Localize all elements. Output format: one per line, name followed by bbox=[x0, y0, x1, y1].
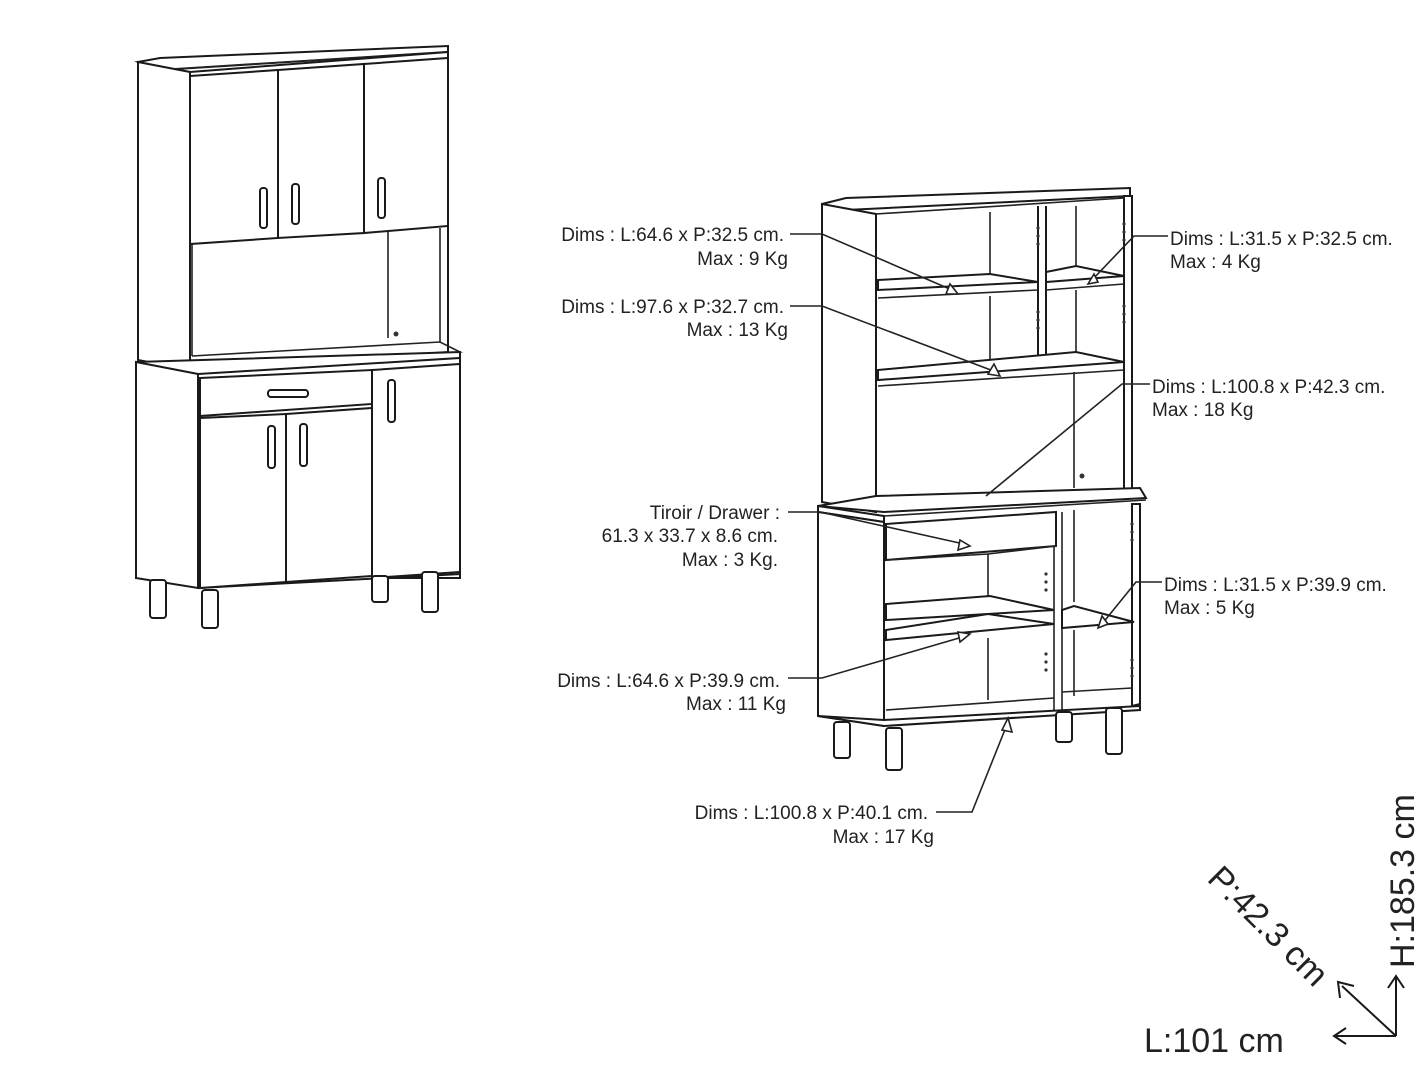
callout-max: Max : 4 Kg bbox=[1170, 252, 1261, 273]
callout-shelf-top-right: Dims : L:31.5 x P:32.5 cm. Max : 4 Kg bbox=[1170, 229, 1393, 273]
leader-lines bbox=[788, 233, 1168, 813]
callout-worktop: Dims : L:100.8 x P:42.3 cm. Max : 18 Kg bbox=[1152, 377, 1385, 421]
callout-max: Max : 9 Kg bbox=[697, 249, 788, 270]
callout-shelf-upper-full: Dims : L:97.6 x P:32.7 cm. Max : 13 Kg bbox=[561, 297, 788, 341]
callout-drawer: Tiroir / Drawer : 61.3 x 33.7 x 8.6 cm. … bbox=[602, 503, 780, 571]
callout-drawer-title: Tiroir / Drawer : bbox=[650, 503, 780, 524]
dimension-axes bbox=[1332, 974, 1405, 1045]
callout-dims: Dims : L:31.5 x P:39.9 cm. bbox=[1164, 575, 1387, 596]
callout-dims: Dims : L:100.8 x P:40.1 cm. bbox=[695, 803, 928, 824]
overall-depth-label: P:42.3 cm bbox=[1200, 859, 1335, 994]
callout-shelf-top-left: Dims : L:64.6 x P:32.5 cm. Max : 9 Kg bbox=[561, 225, 788, 270]
closed-cabinet-drawing bbox=[134, 44, 464, 629]
callout-dims: Dims : L:64.6 x P:32.5 cm. bbox=[561, 225, 784, 246]
callout-dims: Dims : L:100.8 x P:42.3 cm. bbox=[1152, 377, 1385, 398]
callout-max: Max : 5 Kg bbox=[1164, 598, 1255, 619]
callout-max: Max : 11 Kg bbox=[686, 694, 786, 715]
callout-drawer-dims: 61.3 x 33.7 x 8.6 cm. bbox=[602, 526, 778, 547]
callout-dims: Dims : L:31.5 x P:32.5 cm. bbox=[1170, 229, 1393, 250]
open-cabinet-drawing bbox=[817, 186, 1148, 771]
callout-dims: Dims : L:97.6 x P:32.7 cm. bbox=[561, 297, 784, 318]
overall-height-label: H:185.3 cm bbox=[1384, 794, 1420, 968]
overall-width-label: L:101 cm bbox=[1144, 1022, 1284, 1060]
callout-bottom-panel: Dims : L:100.8 x P:40.1 cm. Max : 17 Kg bbox=[695, 803, 934, 848]
callout-max: Max : 18 Kg bbox=[1152, 400, 1253, 421]
callout-dims: Dims : L:64.6 x P:39.9 cm. bbox=[557, 671, 780, 692]
callout-max: Max : 3 Kg. bbox=[682, 550, 778, 571]
callout-max: Max : 17 Kg bbox=[833, 827, 934, 848]
callout-max: Max : 13 Kg bbox=[687, 320, 788, 341]
callout-shelf-lower-left: Dims : L:64.6 x P:39.9 cm. Max : 11 Kg bbox=[557, 671, 786, 715]
callout-shelf-lower-right: Dims : L:31.5 x P:39.9 cm. Max : 5 Kg bbox=[1164, 575, 1387, 619]
